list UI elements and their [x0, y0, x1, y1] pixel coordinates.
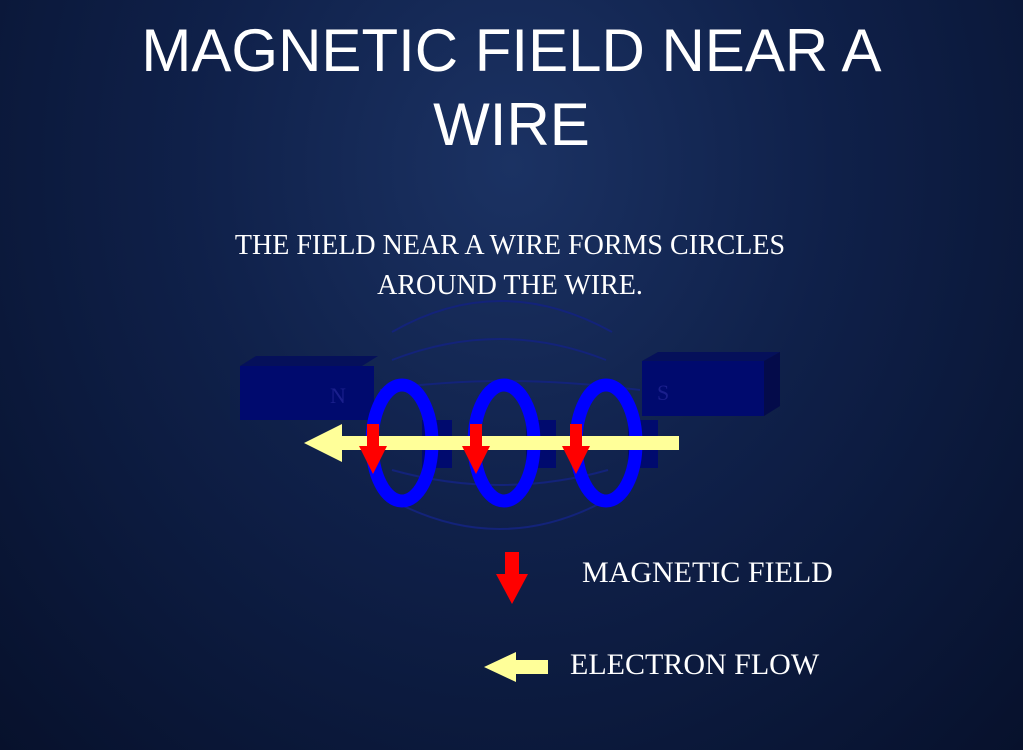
slide-title-line-1: MAGNETIC FIELD NEAR A	[141, 17, 882, 84]
north-magnet-top-face	[240, 356, 378, 366]
south-magnet-side-face	[764, 352, 780, 416]
legend-flow-arrow-icon	[484, 652, 548, 682]
electron-flow-arrow-head	[304, 424, 342, 462]
north-magnet-front-face	[240, 366, 374, 420]
south-magnet: S	[642, 352, 780, 416]
field-arrow-3	[562, 424, 590, 474]
slide-subtitle: THE FIELD NEAR A WIRE FORMS CIRCLES AROU…	[160, 226, 860, 306]
field-arrow-2	[462, 424, 490, 474]
field-line-bottom-outer	[387, 497, 611, 530]
electron-flow-arrow	[304, 424, 679, 462]
north-magnet-label: N	[330, 383, 346, 408]
north-magnet: N	[240, 356, 378, 420]
legend-field-arrow-icon	[496, 552, 528, 604]
slide-title-line-2: WIRE	[433, 91, 590, 158]
slide-subtitle-line-2: AROUND THE WIRE.	[377, 270, 643, 301]
south-magnet-front-face	[642, 361, 764, 416]
legend-magnetic-field-label: MAGNETIC FIELD	[582, 556, 833, 589]
slide-title: MAGNETIC FIELD NEAR A WIRE	[0, 14, 1023, 162]
field-line-top-inner	[391, 338, 607, 361]
slide-subtitle-line-1: THE FIELD NEAR A WIRE FORMS CIRCLES	[234, 230, 786, 261]
field-line-top-outer	[391, 300, 613, 333]
electron-flow-arrow-shaft	[336, 436, 679, 450]
south-magnet-label: S	[657, 380, 669, 405]
legend-electron-flow-label: ELECTRON FLOW	[570, 648, 820, 681]
south-magnet-top-face	[642, 352, 780, 361]
field-arrow-1	[359, 424, 387, 474]
field-arrows	[359, 424, 590, 474]
